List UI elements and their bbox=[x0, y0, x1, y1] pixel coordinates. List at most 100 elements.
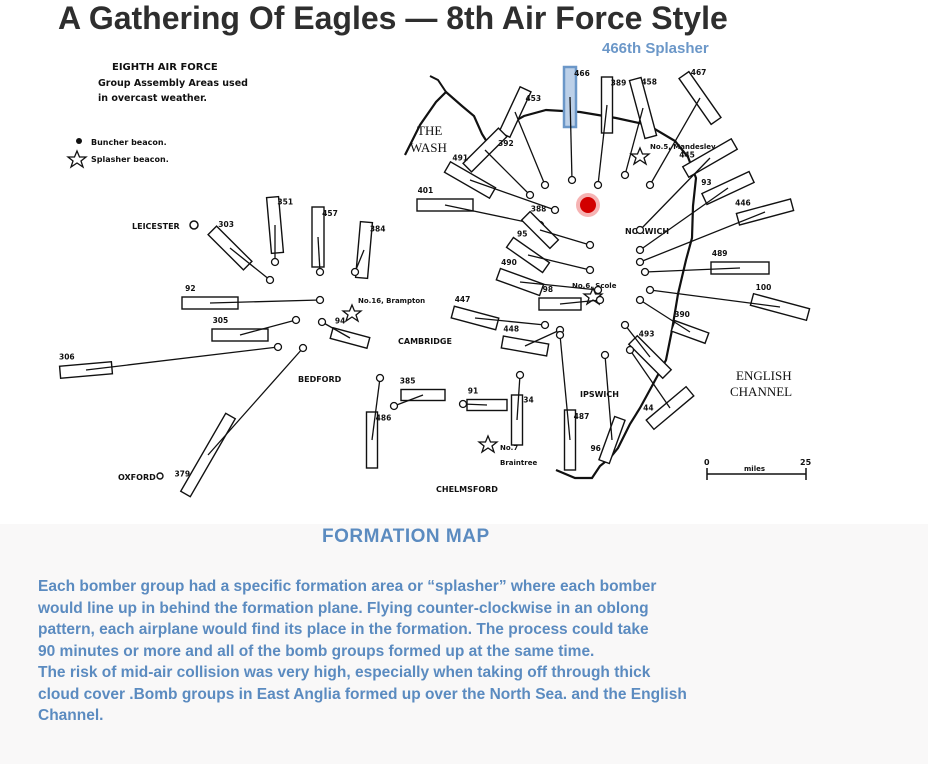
splasher-star-icon bbox=[66, 149, 88, 169]
map-header-line3: in overcast weather. bbox=[98, 93, 207, 104]
route-line bbox=[527, 254, 591, 271]
assembly-area-487: 487 bbox=[555, 330, 590, 471]
route-line bbox=[644, 267, 741, 273]
label-english: ENGLISH bbox=[736, 368, 792, 383]
buncher-icon bbox=[625, 345, 635, 355]
group-label: 91 bbox=[468, 387, 478, 396]
map-header-line2: Group Assembly Areas used bbox=[98, 78, 248, 89]
group-label: 467 bbox=[691, 68, 707, 77]
buncher-icon bbox=[585, 265, 595, 275]
assembly-area-93: 93 bbox=[635, 170, 756, 255]
group-label: 458 bbox=[641, 78, 657, 87]
assembly-area-95: 95 bbox=[505, 229, 595, 275]
assembly-area-390: 390 bbox=[635, 295, 710, 345]
route-line bbox=[624, 107, 644, 176]
assembly-area-490: 490 bbox=[495, 258, 603, 297]
splasher-star-scole bbox=[582, 286, 604, 306]
group-label: 487 bbox=[574, 412, 590, 421]
label-oxford: OXFORD bbox=[118, 473, 156, 482]
buncher-icon bbox=[645, 180, 655, 190]
route-line bbox=[559, 299, 601, 305]
buncher-icon bbox=[593, 180, 603, 190]
route-line bbox=[516, 374, 521, 421]
buncher-icon bbox=[389, 401, 399, 411]
assembly-area-457: 457 bbox=[311, 206, 338, 277]
buncher-icon bbox=[595, 295, 605, 305]
assembly-area-92: 92 bbox=[181, 284, 325, 310]
route-line bbox=[209, 299, 321, 304]
formation-map: EIGHTH AIR FORCE Group Assembly Areas us… bbox=[58, 62, 812, 498]
buncher-icon bbox=[315, 295, 325, 305]
route-line bbox=[639, 299, 691, 333]
legend-buncher: Buncher beacon. bbox=[91, 138, 167, 147]
splasher-star-mendlesham bbox=[629, 146, 651, 166]
group-label: 34 bbox=[523, 396, 533, 405]
group-label: 490 bbox=[501, 258, 517, 267]
buncher-icon bbox=[515, 370, 525, 380]
beacon-mendlesham-label: No.5, Mandesley bbox=[650, 143, 716, 151]
oxford-icon bbox=[156, 472, 164, 480]
scale-max: 25 bbox=[800, 458, 812, 467]
assembly-area-392: 392 bbox=[462, 127, 535, 200]
buncher-icon bbox=[540, 320, 550, 330]
route-line bbox=[514, 111, 546, 186]
buncher-icon bbox=[635, 245, 645, 255]
group-label: 398 bbox=[537, 285, 553, 294]
assembly-area-44: 44 bbox=[625, 345, 695, 431]
route-line bbox=[597, 104, 608, 186]
route-line bbox=[469, 179, 556, 211]
group-label: 457 bbox=[322, 209, 338, 218]
assembly-area-34: 34 bbox=[510, 370, 534, 446]
buncher-icon bbox=[525, 190, 535, 200]
route-line bbox=[569, 96, 573, 181]
beacon-braintree-label: No.7 bbox=[500, 444, 518, 452]
route-line bbox=[639, 157, 711, 231]
coastline-wash bbox=[429, 75, 447, 93]
scale-unit: miles bbox=[744, 465, 765, 473]
assembly-area-467: 467 bbox=[645, 68, 722, 190]
splasher-star-braintree bbox=[477, 434, 499, 454]
buncher-icon bbox=[635, 257, 645, 267]
group-label: 446 bbox=[735, 198, 751, 207]
assembly-area-351: 351 bbox=[265, 195, 293, 267]
legend-splasher: Splasher beacon. bbox=[91, 155, 169, 164]
buncher-icon bbox=[567, 175, 577, 185]
route-line bbox=[229, 247, 271, 281]
route-line bbox=[474, 317, 546, 326]
group-label: 93 bbox=[701, 178, 711, 187]
group-label: 100 bbox=[756, 283, 772, 292]
assembly-area-303: 303 bbox=[207, 220, 275, 285]
assembly-area-306: 306 bbox=[58, 342, 283, 380]
group-label: 493 bbox=[639, 330, 655, 339]
buncher-icon bbox=[375, 373, 385, 383]
beacon-brampton-label: No.16, Brampton bbox=[358, 297, 425, 305]
group-label: 303 bbox=[218, 220, 234, 229]
label-bedford: BEDFORD bbox=[298, 375, 342, 384]
route-line bbox=[207, 347, 304, 456]
route-line bbox=[239, 319, 297, 336]
label-the-wash-2: WASH bbox=[410, 140, 447, 155]
buncher-icon bbox=[317, 317, 327, 327]
scale-zero: 0 bbox=[704, 458, 710, 467]
buncher-icon bbox=[270, 257, 280, 267]
assembly-area-94: 94 bbox=[317, 316, 371, 350]
route-line bbox=[559, 334, 571, 441]
route-line bbox=[317, 236, 321, 273]
buncher-icon bbox=[635, 295, 645, 305]
label-channel: CHANNEL bbox=[730, 384, 792, 399]
buncher-icon bbox=[540, 180, 550, 190]
buncher-icon bbox=[555, 330, 565, 340]
group-label: 96 bbox=[590, 444, 600, 453]
assembly-area-489: 489 bbox=[640, 249, 770, 277]
assembly-area-448: 448 bbox=[500, 324, 565, 357]
group-label: 384 bbox=[370, 225, 386, 234]
label-chelmsford: CHELMSFORD bbox=[436, 485, 498, 494]
route-line bbox=[393, 394, 424, 407]
route-line bbox=[604, 354, 613, 441]
buncher-icon bbox=[350, 267, 360, 277]
group-label: 447 bbox=[455, 295, 471, 304]
assembly-area-96: 96 bbox=[590, 350, 626, 465]
buncher-icon bbox=[315, 267, 325, 277]
group-label: 401 bbox=[418, 186, 434, 195]
